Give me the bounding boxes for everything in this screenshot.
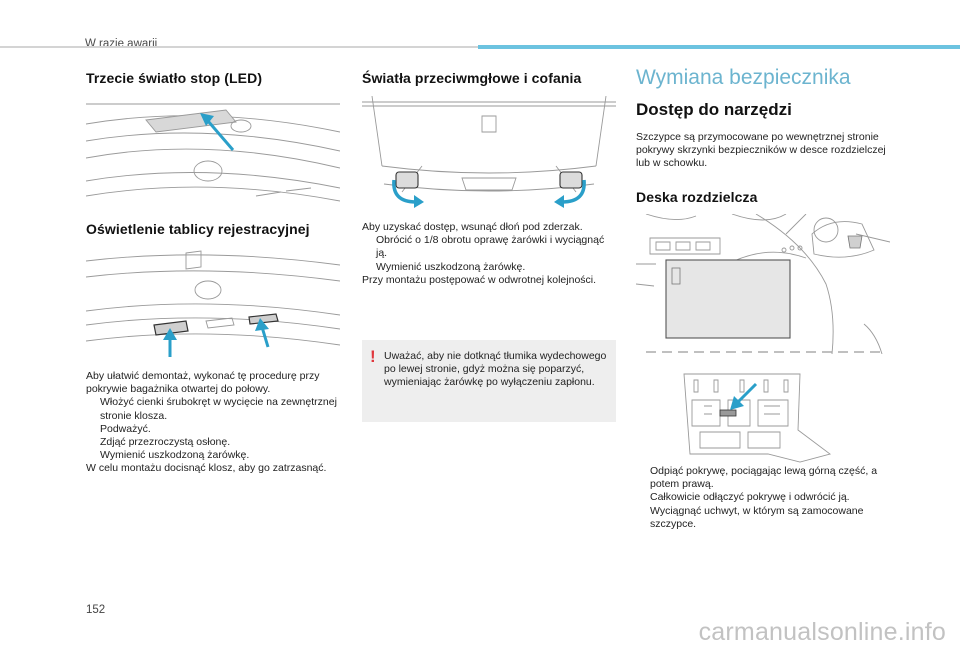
tools-access-text: Szczypce są przymocowane po wewnętrznej … xyxy=(636,131,886,170)
fog-reverse-light-title: Światła przeciwmgłowe i cofania xyxy=(362,70,582,86)
warning-panel: ! Uważać, aby nie dotknąć tłumika wydech… xyxy=(362,340,616,422)
watermark: carmanualsonline.info xyxy=(698,618,946,646)
plate-light-instructions: Aby ułatwić demontaż, wykonać tę procedu… xyxy=(86,370,342,476)
plate-light-illustration xyxy=(86,250,340,357)
dashboard-step: Wyciągnąć uchwyt, w którym są zamocowane… xyxy=(650,504,864,530)
fog-reverse-light-figure xyxy=(362,96,616,208)
dashboard-fusebox-illustration xyxy=(636,214,890,354)
tools-access-title: Dostęp do narzędzi xyxy=(636,100,792,119)
plate-step: Włożyć cienki śrubokręt w wycięcie na ze… xyxy=(100,396,337,422)
plate-outro: W celu montażu docisnąć klosz, aby go za… xyxy=(86,462,327,475)
fog-outro: Przy montażu postępować w odwrotnej kole… xyxy=(362,273,597,286)
plate-light-title: Oświetlenie tablicy rejestracyjnej xyxy=(86,221,310,237)
fog-intro: Aby uzyskać dostęp, wsunąć dłoń pod zder… xyxy=(362,221,583,233)
dashboard-instructions: Odpiąć pokrywę, pociągając lewą górną cz… xyxy=(636,465,892,531)
fog-step: Obrócić o 1/8 obrotu oprawę żarówki i wy… xyxy=(376,234,605,260)
dashboard-figure xyxy=(636,214,890,354)
section-label: W razie awarii xyxy=(85,38,158,50)
third-stop-light-title: Trzecie światło stop (LED) xyxy=(86,70,263,86)
page-number: 152 xyxy=(86,604,106,616)
third-stop-light-illustration xyxy=(86,103,340,202)
dashboard-title: Deska rozdzielcza xyxy=(636,189,758,205)
warning-exclamation-icon: ! xyxy=(370,347,376,366)
fog-step: Wymienić uszkodzoną żarówkę. xyxy=(376,260,526,273)
fuse-cover-illustration xyxy=(683,373,832,463)
dashboard-step: Całkowicie odłączyć pokrywę i odwrócić j… xyxy=(650,491,850,504)
header-rule xyxy=(0,46,478,48)
header-accent-rule xyxy=(478,45,960,49)
plate-step: Podważyć. xyxy=(100,422,151,435)
dashboard-step: Odpiąć pokrywę, pociągając lewą górną cz… xyxy=(650,465,878,491)
fuse-cover-figure xyxy=(680,370,834,466)
third-stop-light-figure xyxy=(86,96,340,208)
plate-light-figure xyxy=(86,245,340,363)
plate-step: Zdjąć przezroczystą osłonę. xyxy=(100,436,231,449)
fuse-replacement-title: Wymiana bezpiecznika xyxy=(636,66,851,89)
rear-bumper-illustration xyxy=(362,96,616,208)
plate-step: Wymienić uszkodzoną żarówkę. xyxy=(100,449,250,462)
plate-intro: Aby ułatwić demontaż, wykonać tę procedu… xyxy=(86,370,320,396)
fog-reverse-instructions: Aby uzyskać dostęp, wsunąć dłoń pod zder… xyxy=(362,221,618,287)
warning-text: Uważać, aby nie dotknąć tłumika wydechow… xyxy=(384,350,607,389)
